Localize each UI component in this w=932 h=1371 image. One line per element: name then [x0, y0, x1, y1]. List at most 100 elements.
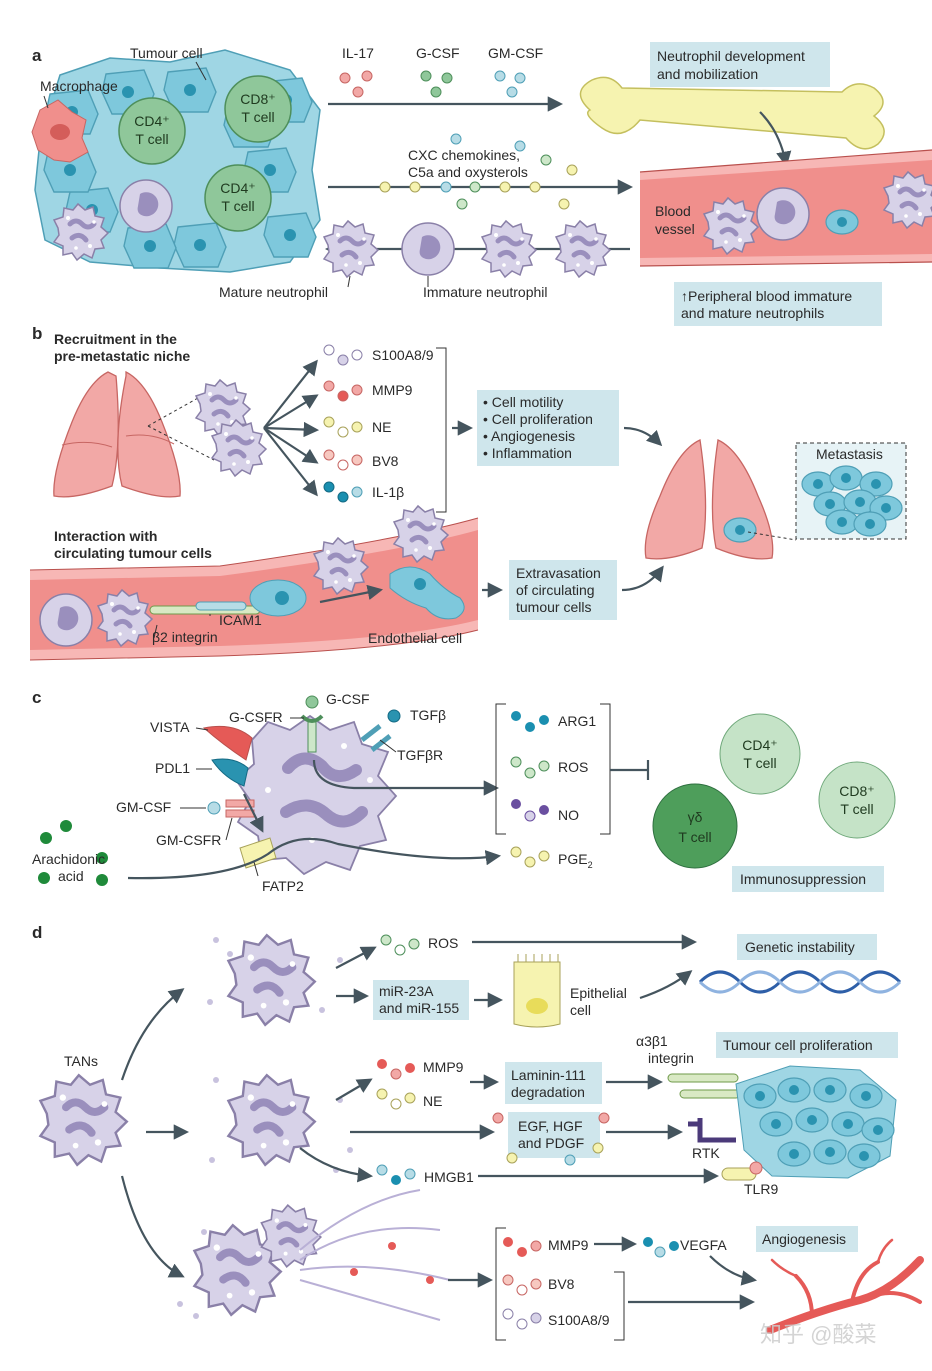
factor-il1b: IL-1β [372, 484, 404, 500]
tumour-cell-label: Tumour cell [130, 45, 203, 61]
arachidonic-dots [38, 820, 108, 886]
angiogenesis-label: Angiogenesis [762, 1231, 846, 1247]
t-cell-label-1: T cell [135, 131, 168, 147]
gd-label: γδ [688, 809, 703, 825]
receptors-c [202, 695, 401, 818]
box-dev-line-2: and mobilization [657, 66, 758, 82]
panel-d-letter: d [32, 923, 42, 942]
pge2-main: PGE [558, 851, 588, 867]
t-cells-c [652, 713, 896, 869]
box-immunosuppression [732, 866, 884, 892]
neutrophil-c [234, 714, 398, 876]
arg1-label: ARG1 [558, 713, 596, 729]
pge2-label: PGE2 [558, 851, 593, 870]
arrow-arachidonic-to-pge2 [127, 837, 502, 880]
ros-d-label: ROS [428, 935, 458, 951]
cd8-c-label: CD8⁺ [839, 783, 874, 799]
tgfbr-label: TGFβR [397, 747, 443, 763]
chemokine-line-1: CXC chemokines, [408, 147, 520, 163]
factor-ne: NE [372, 419, 391, 435]
arachidonic-line-2: acid [58, 868, 84, 884]
arrow-gmcsfr [243, 793, 264, 833]
dna-helix [698, 970, 902, 994]
bone [579, 76, 885, 150]
metastasis-label: Metastasis [816, 446, 883, 462]
bracket-c-right [600, 703, 611, 835]
fan-arrows [263, 359, 320, 497]
box-mir [373, 980, 469, 1020]
proliferation-label: Tumour cell proliferation [723, 1037, 873, 1053]
tan-main [40, 1075, 126, 1165]
arrow-extravasation-to-lung [621, 565, 664, 592]
tumour-cluster-d [735, 1065, 897, 1179]
box-extravasation [509, 560, 617, 620]
granule-dots [177, 937, 353, 1319]
cd4-t-cell-2 [204, 164, 272, 232]
lungs-metastasis [644, 439, 774, 560]
cd8-t-cell [224, 75, 292, 143]
a3b1-line-1: α3β1 [636, 1033, 668, 1049]
s100-label: S100A8/9 [548, 1312, 610, 1328]
box-proliferation [716, 1032, 898, 1058]
tgfb-label: TGFβ [410, 707, 446, 723]
inhibition-arrow [610, 760, 650, 780]
box-egf [508, 1112, 600, 1158]
arrow-neutrophil-to-factors [312, 759, 500, 796]
egf-line-2: and PDGF [518, 1135, 584, 1151]
t-cell-label-2: T cell [241, 109, 274, 125]
tlr9-label: TLR9 [744, 1181, 778, 1197]
mature-neutrophil-3 [556, 221, 610, 277]
mmp9-angio-label: MMP9 [548, 1237, 589, 1253]
effect-inflammation: • Inflammation [483, 445, 572, 461]
cd4-c-label: CD4⁺ [742, 737, 777, 753]
tan-2 [228, 1075, 314, 1165]
a3b1-line-2: integrin [648, 1050, 694, 1066]
effect-proliferation: • Cell proliferation [483, 411, 593, 427]
bracket-d-left [495, 1227, 506, 1341]
arrow-ctc-move [319, 584, 384, 604]
panel-a-letter: a [32, 46, 42, 65]
tan-1 [228, 935, 314, 1025]
il17-label: IL-17 [342, 45, 374, 61]
arrow-tan-to-1 [120, 988, 185, 1081]
integrin-d [667, 1073, 741, 1099]
cd4-label-2: CD4⁺ [220, 180, 255, 196]
bracket-d-right [614, 1271, 625, 1341]
arrow-to-ros [335, 946, 377, 969]
mature-neutrophil-label: Mature neutrophil [219, 284, 328, 300]
interaction-title-1: Interaction with [54, 528, 157, 544]
box-laminin [505, 1062, 602, 1104]
endothelial-label: Endothelial cell [368, 630, 462, 646]
box-genetic [737, 934, 877, 960]
pge2-subscript: 2 [588, 860, 593, 870]
egf-dots [492, 1112, 610, 1166]
effect-angiogenesis: • Angiogenesis [483, 428, 575, 444]
arachidonic-line-1: Arachidonic [32, 851, 105, 867]
laminin-line-1: Laminin-111 [511, 1067, 586, 1083]
t-cell-c-label-2: T cell [840, 801, 873, 817]
interaction-title-2: circulating tumour cells [54, 545, 212, 561]
egf-line-1: EGF, HGF [518, 1118, 583, 1134]
arrow-to-mmp9 [335, 1078, 373, 1101]
rtk-receptor [688, 1118, 736, 1143]
integrin-icam-chain [149, 601, 261, 615]
box-effects [477, 390, 619, 466]
bracket-c-left [495, 703, 506, 835]
recruitment-title-1: Recruitment in the [54, 331, 177, 347]
hmgb1-dots [376, 1164, 416, 1185]
angio-dots [502, 1237, 679, 1330]
blood-label-1: Blood [655, 203, 691, 219]
ros-dots-d [380, 934, 420, 956]
tlr9 [721, 1161, 763, 1181]
arrow-effects-to-lung [623, 426, 663, 447]
bv8-label: BV8 [548, 1276, 575, 1292]
arrow-to-hmgb1 [299, 1147, 374, 1183]
b2-integrin-label: β2 integrin [152, 629, 218, 645]
t-cell-label-3: T cell [221, 198, 254, 214]
t-cell-c-label-1: T cell [743, 755, 776, 771]
factor-s100: S100A8/9 [372, 347, 434, 363]
effect-motility: • Cell motility [483, 394, 563, 410]
pdl1-label: PDL1 [155, 760, 190, 776]
vista-label: VISTA [150, 719, 190, 735]
